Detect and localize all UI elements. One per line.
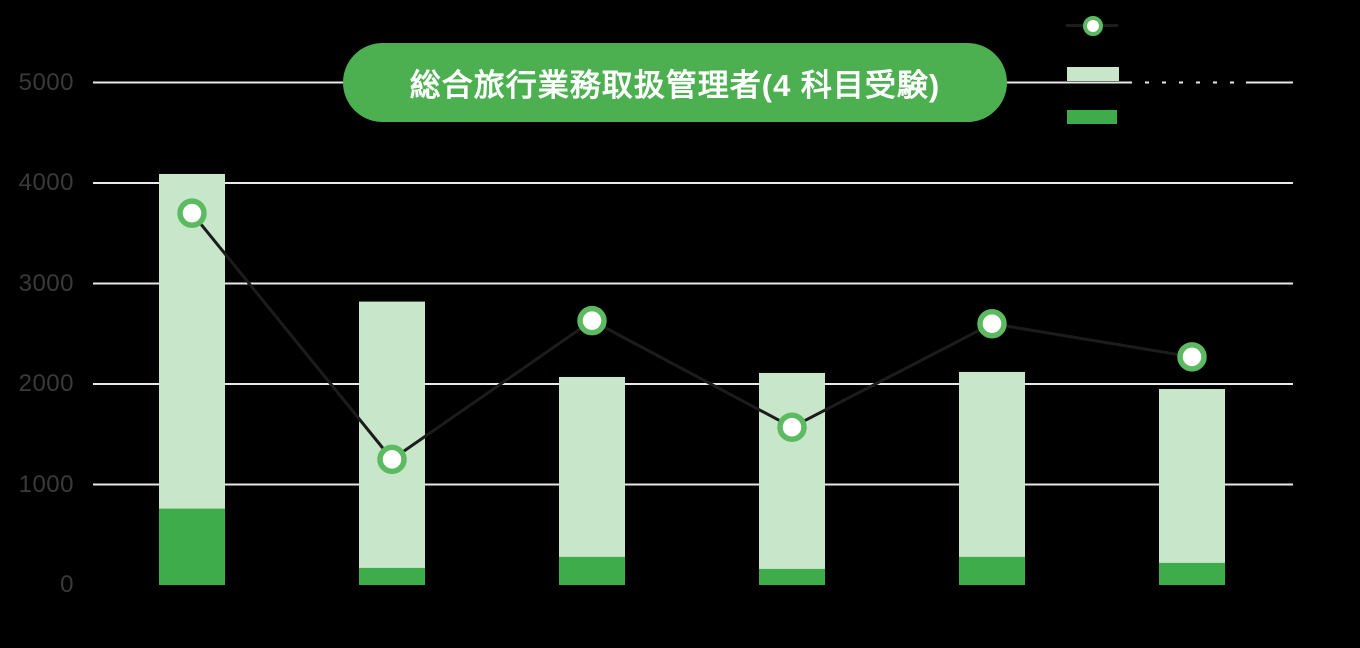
bar-dark-3: [559, 556, 625, 585]
bar-dark-6: [1159, 562, 1225, 585]
y-axis-label-1000: 1000: [18, 470, 74, 498]
bar-light-3: [559, 376, 625, 585]
line-marker-5: [977, 308, 1007, 339]
y-axis-label-2000: 2000: [18, 370, 74, 397]
legend-swatch-light-bar: [1067, 67, 1119, 81]
chart-title: 総合旅行業務取扱管理者(4 科目受験): [409, 68, 941, 103]
legend-swatch-dark-bar: [1067, 110, 1117, 124]
bar-dark-1: [159, 508, 225, 585]
line-marker-1: [177, 198, 207, 228]
line-marker-2: [377, 444, 407, 475]
bar-light-5: [959, 371, 1025, 585]
illegible-legend-text-marks: [1132, 81, 1246, 85]
line-marker-4: [777, 412, 807, 442]
bar-dark-5: [959, 556, 1025, 585]
bar-dark-2: [359, 567, 425, 585]
y-axis-label-4000: 4000: [18, 169, 74, 196]
y-axis-label-0: 0: [60, 571, 74, 598]
y-axis-label-3000: 3000: [18, 269, 74, 297]
line-marker-6: [1177, 342, 1207, 372]
bar-light-6: [1159, 389, 1225, 585]
line-marker-3: [577, 305, 607, 336]
trend-line: [190, 212, 1193, 462]
chart-title-pill: 総合旅行業務取扱管理者(4 科目受験): [343, 43, 1007, 122]
legend-marker-icon: [1083, 15, 1103, 36]
bar-dark-4: [759, 568, 825, 585]
y-axis-label-5000: 5000: [18, 68, 74, 96]
bar-light-4: [759, 372, 825, 585]
